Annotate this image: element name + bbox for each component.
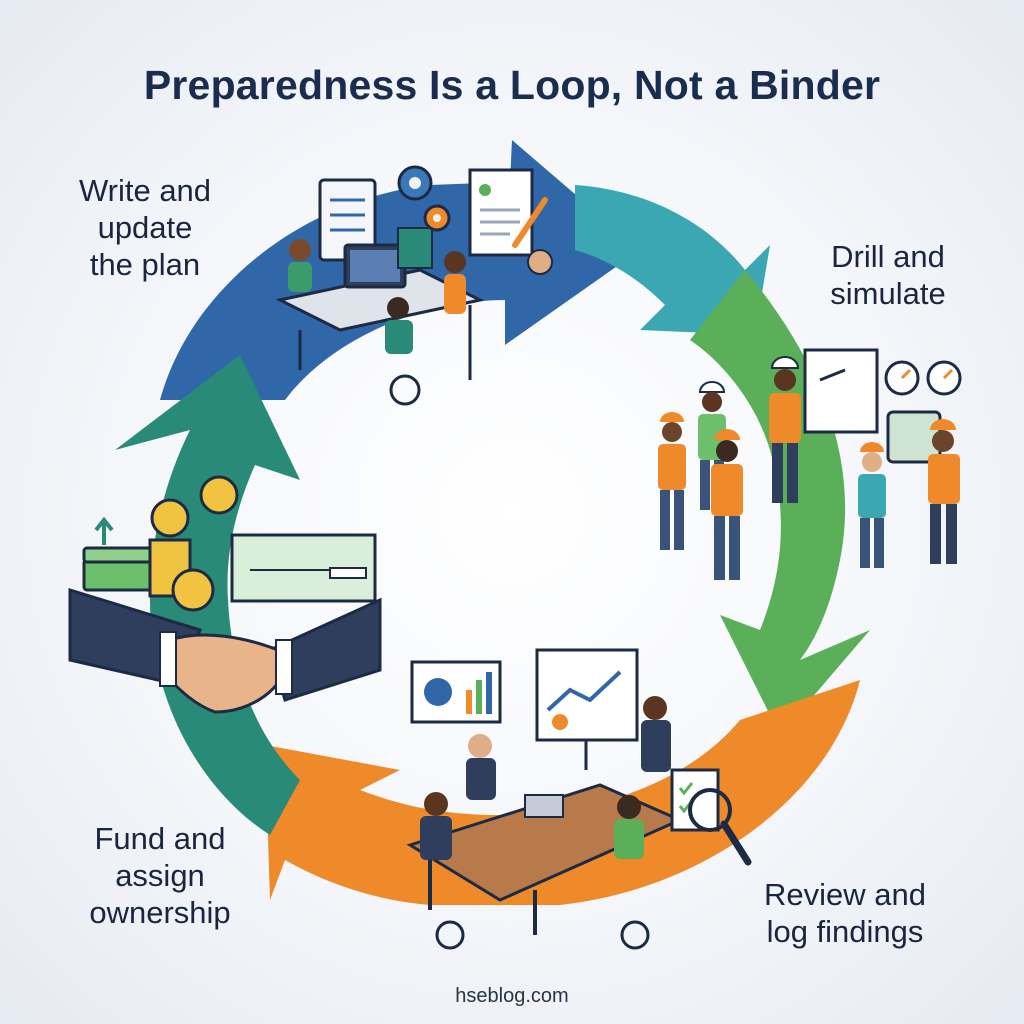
safety-drill-team-icon [658,356,960,580]
step-label-line: assign [115,858,205,893]
footer-credit: hseblog.com [455,985,569,1007]
step-label-fund: Fund and assign ownership [70,820,250,931]
step-label-review: Review and log findings [745,876,945,950]
cash-icon [82,533,377,603]
stopwatch-icon [884,360,962,464]
meeting-review-icon [406,696,684,950]
page-title: Preparedness Is a Loop, Not a Binder [143,62,881,108]
handshake-icon [68,587,382,714]
step-label-line: Write and [78,173,212,208]
coin-stack-icon [148,475,239,612]
arrow-teal-connector [575,185,770,335]
step-label-line: Fund and [94,821,226,856]
chart-board-icon [410,648,639,770]
document-pen-icon [468,168,553,275]
planning-team-icon [275,178,485,406]
step-label-line: log findings [766,914,924,949]
step-label-line: the plan [89,247,201,282]
step-label-drill: Drill and simulate [808,238,968,312]
gear-icon [397,165,451,232]
step-label-line: Drill and [831,239,945,274]
check-icon [94,516,220,555]
magnifier-checklist-icon [670,768,752,866]
step-label-line: Review and [764,877,926,912]
step-label-line: update [97,210,193,245]
step-label-line: simulate [830,276,946,311]
step-label-line: ownership [89,895,231,930]
whiteboard-icon [803,348,879,434]
step-label-write-plan: Write and update the plan [60,172,230,283]
